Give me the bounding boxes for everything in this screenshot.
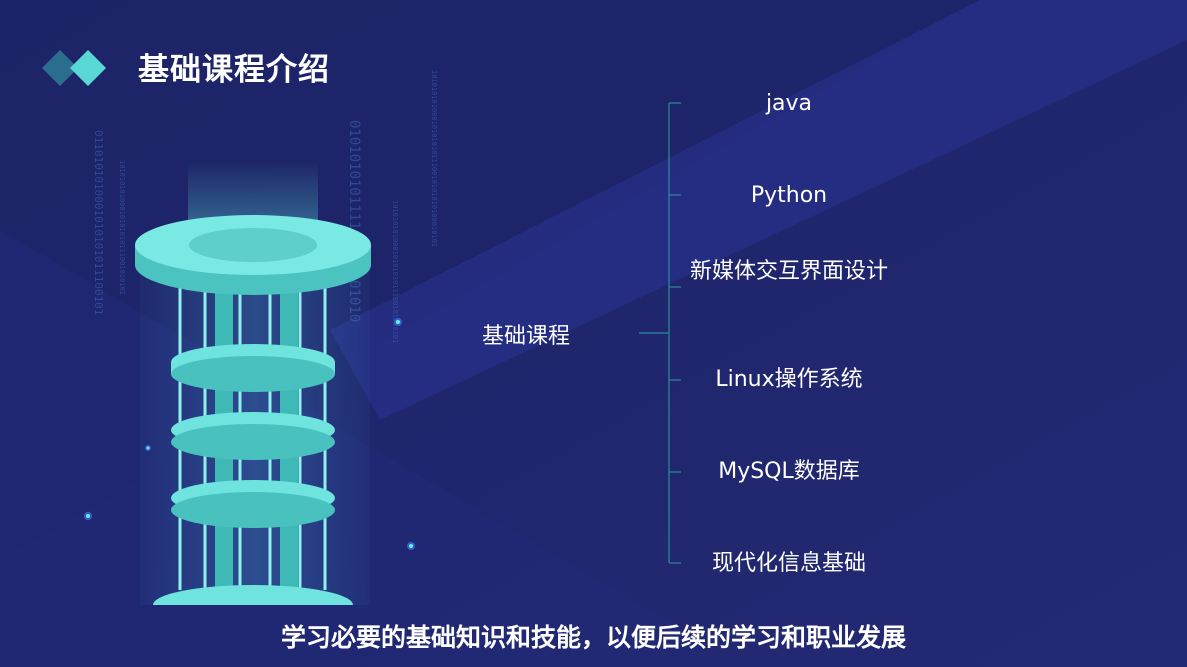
- svg-text:0110101010001010101011100101: 0110101010001010101011100101: [92, 130, 105, 315]
- course-item-new-media-ui: 新媒体交互界面设计: [689, 259, 888, 284]
- svg-text:101010101000101010101110010101: 10101010100010101010111001010101: [118, 160, 126, 295]
- footer-caption: 学习必要的基础知识和技能，以便后续的学习和职业发展: [280, 623, 906, 652]
- course-item-mysql: MySQL数据库: [718, 459, 860, 484]
- svg-text:101010101000101010101110010101: 1010101010001010101011100101010101000101…: [430, 70, 438, 247]
- page-title: 基础课程介绍: [138, 52, 330, 88]
- diamond-logo-icon: [42, 50, 106, 86]
- course-item-python: Python: [750, 183, 828, 208]
- course-item-java: java: [765, 91, 813, 116]
- svg-text:101010101000101010101110010101: 1010101010001010101011100101010101: [391, 200, 399, 343]
- server-cylinder-illustration: 0110101010001010101011100101 10101010100…: [84, 70, 438, 605]
- course-item-modern-it: 现代化信息基础: [711, 551, 866, 576]
- course-item-linux: Linux操作系统: [715, 367, 863, 392]
- root-node-label: 基础课程: [482, 324, 571, 349]
